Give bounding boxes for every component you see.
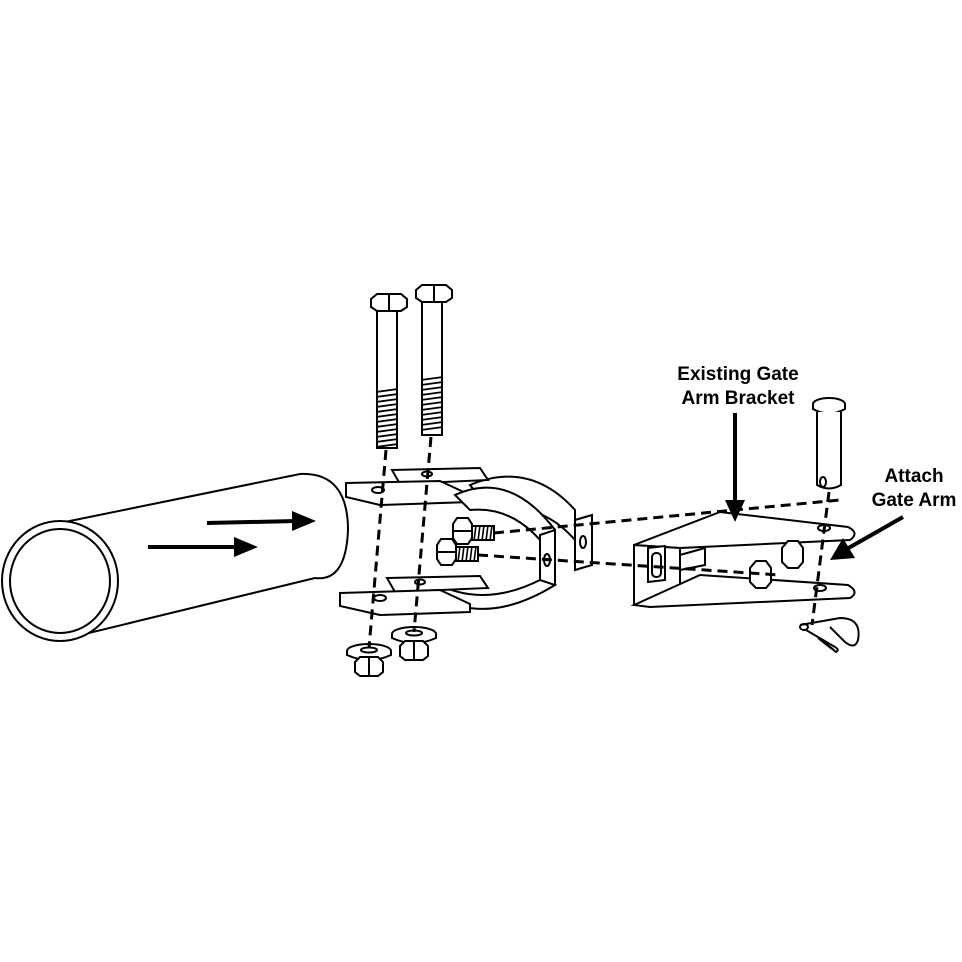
short-bolt-upper	[452, 517, 495, 545]
short-bolt-lower	[436, 538, 479, 566]
existing-bracket-label-line1: Existing Gate	[677, 364, 799, 385]
attach-gate-arm-label: Attach Gate Arm	[858, 465, 962, 513]
attach-gate-arm-label-line2: Gate Arm	[871, 490, 957, 511]
existing-bracket-label-line2: Arm Bracket	[681, 388, 795, 409]
bolt-left	[370, 293, 408, 449]
washer-right	[391, 626, 437, 644]
bolt-right	[415, 284, 453, 436]
attach-gate-arm-label-line1: Attach	[884, 466, 944, 487]
insert-direction-arrows	[148, 511, 316, 557]
clevis-pin	[812, 397, 846, 490]
callout-arrows	[725, 413, 904, 560]
nut-right	[399, 640, 429, 661]
assembly-guide-lines	[367, 436, 841, 649]
existing-bracket-label: Existing Gate Arm Bracket	[648, 363, 828, 411]
pipe	[1, 472, 350, 642]
hairpin-cotter	[799, 616, 860, 654]
nut-left	[354, 656, 384, 677]
